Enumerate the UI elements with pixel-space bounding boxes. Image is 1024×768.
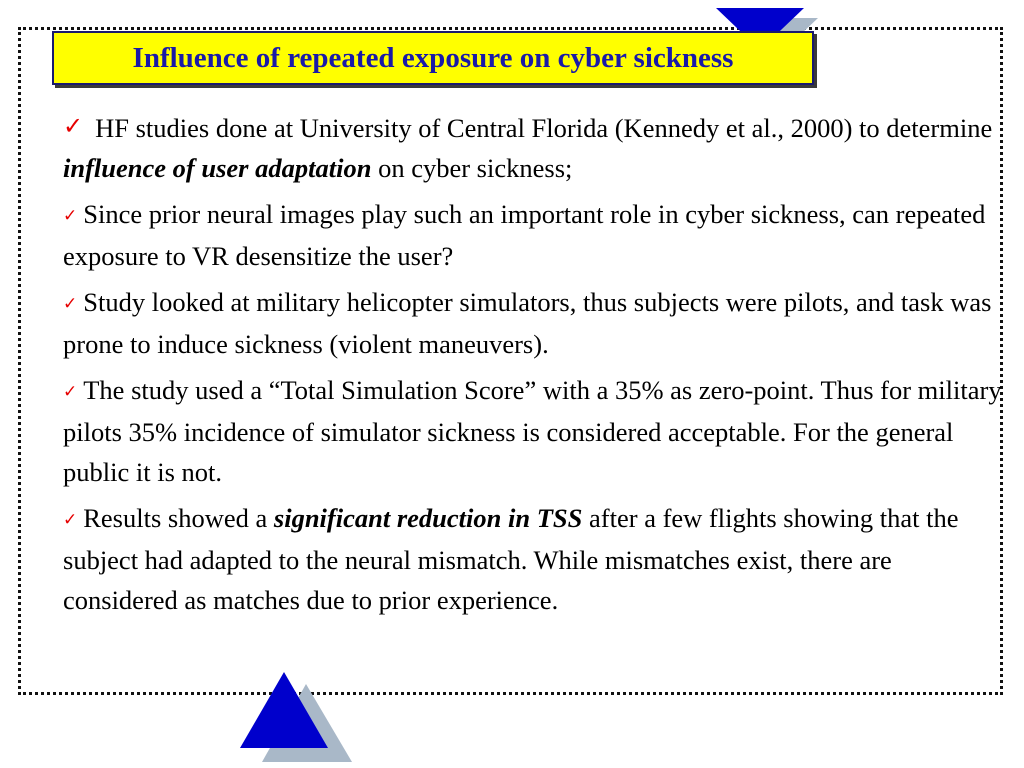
slide-frame (18, 27, 1003, 695)
checkmark-icon: ✓ (63, 112, 84, 140)
bullet-item: ✓Results showed a significant reduction … (63, 498, 1008, 620)
bullet-text: Results showed a (83, 503, 274, 533)
up-triangle-icon (240, 672, 352, 762)
bullet-item: ✓Study looked at military helicopter sim… (63, 282, 1008, 364)
bullet-list: ✓ HF studies done at University of Centra… (63, 106, 1008, 626)
bullet-emphasis: significant reduction in TSS (273, 503, 583, 533)
bullet-item: ✓Since prior neural images play such an … (63, 194, 1008, 276)
checkmark-icon: ✓ (63, 206, 78, 226)
title-banner: Influence of repeated exposure on cyber … (52, 31, 814, 85)
slide-title: Influence of repeated exposure on cyber … (132, 41, 734, 74)
bullet-text: HF studies done at University of Central… (95, 113, 993, 143)
bullet-text: The study used a “Total Simulation Score… (63, 375, 1002, 487)
down-triangle-front (716, 8, 804, 50)
bullet-text: after a few flights showing that the sub… (63, 503, 959, 615)
bullet-emphasis: influence of user adaptation (63, 153, 372, 183)
checkmark-icon: ✓ (63, 510, 78, 530)
bullet-text: Study looked at military helicopter simu… (63, 287, 992, 359)
checkmark-icon: ✓ (63, 382, 78, 402)
bullet-text: on cyber sickness; (371, 153, 573, 183)
bullet-item: ✓ HF studies done at University of Centra… (63, 106, 1008, 188)
bullet-text: Since prior neural images play such an i… (63, 199, 986, 271)
bullet-item: ✓The study used a “Total Simulation Scor… (63, 370, 1008, 492)
checkmark-icon: ✓ (63, 294, 78, 314)
up-triangle-front (240, 672, 328, 748)
